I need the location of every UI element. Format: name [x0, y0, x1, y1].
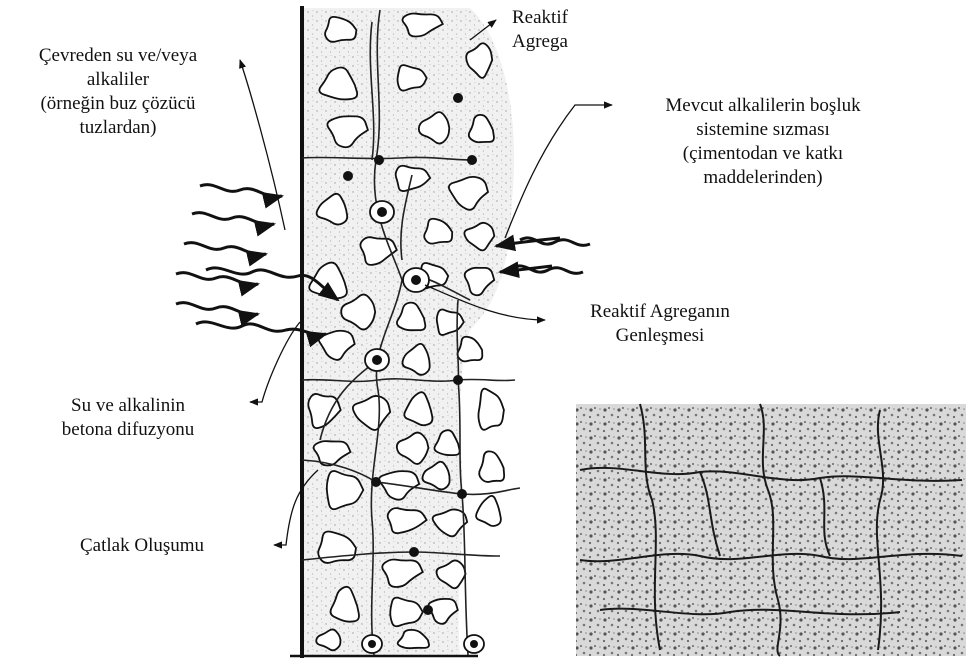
- label-line: (örneğin buz çözücü: [0, 92, 236, 116]
- label-line: Reaktif: [512, 6, 568, 30]
- alkali-dot: [453, 375, 463, 385]
- label-existing-alkali: Mevcut alkalilerin boşluk sistemine sızm…: [618, 94, 908, 190]
- alkali-dot: [374, 155, 384, 165]
- label-line: alkaliler: [0, 68, 236, 92]
- label-line: betona difuzyonu: [8, 418, 248, 442]
- alkali-dot: [409, 547, 419, 557]
- aggregate-particle: [478, 389, 503, 430]
- leader-existing-alkali: [505, 105, 612, 238]
- label-line: Çatlak Oluşumu: [80, 534, 204, 558]
- alkali-dot: [423, 605, 433, 615]
- label-line: Çevreden su ve/veya: [0, 44, 236, 68]
- inflow-wave: [192, 213, 274, 225]
- cracked-concrete-photo: [576, 404, 966, 656]
- alkali-dot: [453, 93, 463, 103]
- label-reactive-aggregate: Reaktif Agrega: [512, 6, 568, 54]
- label-line: Reaktif Agreganın: [560, 300, 760, 324]
- label-diffusion: Su ve alkalinin betona difuzyonu: [8, 394, 248, 442]
- label-line: Agrega: [512, 30, 568, 54]
- inflow-wave: [184, 243, 266, 255]
- aggregate-particle: [457, 337, 482, 362]
- label-environment-water: Çevreden su ve/veya alkaliler (örneğin b…: [0, 44, 236, 140]
- label-cracking: Çatlak Oluşumu: [80, 534, 204, 558]
- alkali-dot: [467, 155, 477, 165]
- leader-environment: [240, 60, 285, 230]
- label-line: sistemine sızması: [618, 118, 908, 142]
- label-line: tuzlardan): [0, 116, 236, 140]
- leader-diffusion: [250, 322, 300, 402]
- label-line: Genleşmesi: [560, 324, 760, 348]
- aggregate-particle: [476, 496, 501, 526]
- label-line: Mevcut alkalilerin boşluk: [618, 94, 908, 118]
- alkali-dot: [371, 477, 381, 487]
- aggregate-particle: [479, 451, 504, 482]
- label-line: maddelerinden): [618, 166, 908, 190]
- label-expansion: Reaktif Agreganın Genleşmesi: [560, 300, 760, 348]
- alkali-dot: [343, 171, 353, 181]
- inflow-wave: [200, 185, 282, 197]
- alkali-dot: [457, 489, 467, 499]
- inflow-wave: [176, 303, 258, 315]
- label-line: Su ve alkalinin: [8, 394, 248, 418]
- label-line: (çimentodan ve katkı: [618, 142, 908, 166]
